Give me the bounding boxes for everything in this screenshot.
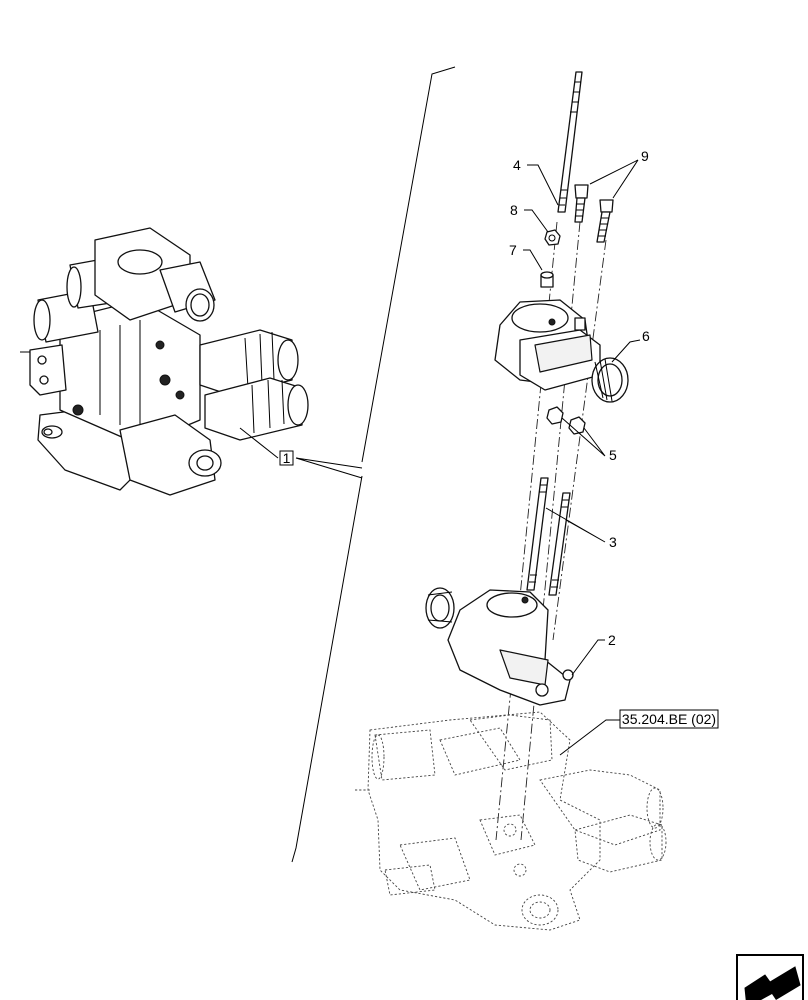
- callout-4: 4: [513, 157, 521, 173]
- callout-8: 8: [510, 202, 518, 218]
- spacer-part-7: [540, 271, 554, 288]
- assembly-valve-icon: [20, 227, 309, 496]
- callout-5: 5: [609, 447, 617, 463]
- stud-part-3: [526, 477, 571, 596]
- reference-assembly-ghost: [355, 711, 667, 931]
- nut-part-8: [544, 229, 561, 246]
- callout-2: 2: [608, 632, 616, 648]
- nut-part-5a: [546, 406, 564, 425]
- callout-7: 7: [509, 242, 517, 258]
- valve-section-part-2: [425, 587, 574, 706]
- nav-arrow-icon[interactable]: [736, 954, 804, 1000]
- callout-3: 3: [609, 534, 617, 550]
- callout-box-1: [279, 450, 294, 466]
- solenoid-valve-part-6: [494, 299, 629, 403]
- callout-9: 9: [641, 148, 649, 164]
- stud-long-part-4: [557, 71, 583, 213]
- reference-box: [619, 709, 719, 729]
- nut-part-5b: [568, 416, 586, 435]
- screw-part-9: [574, 184, 614, 243]
- callout-6: 6: [642, 328, 650, 344]
- callout-1: 1: [283, 450, 291, 466]
- reference-label[interactable]: 35.204.BE (02): [622, 711, 716, 727]
